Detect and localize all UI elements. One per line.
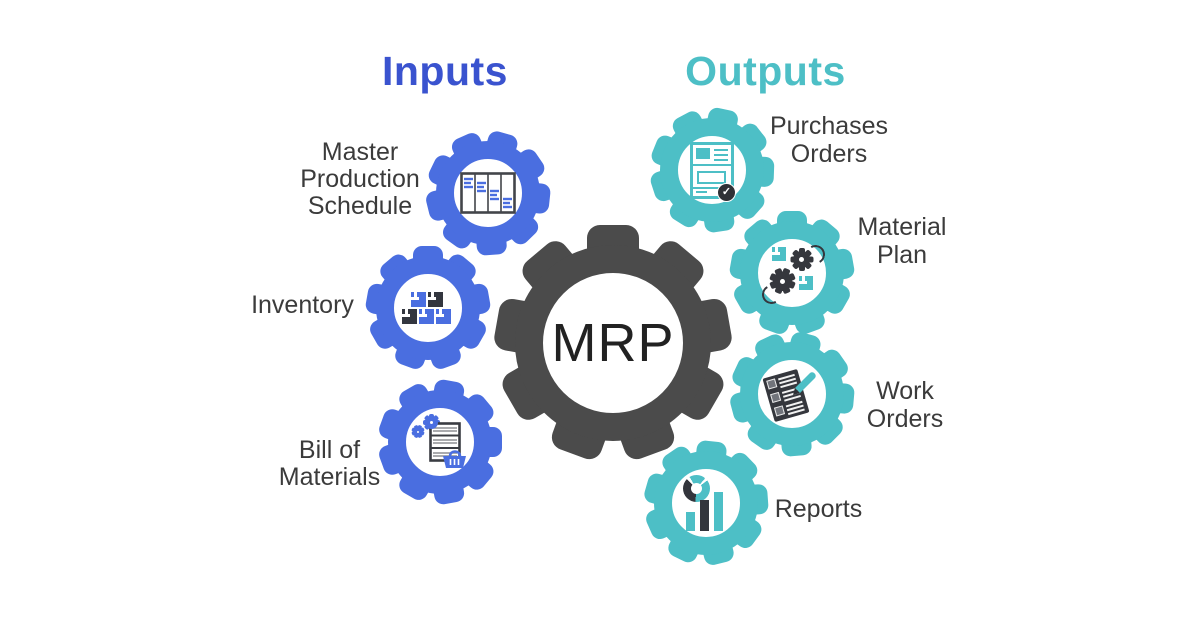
gear-mrp-center: MRP xyxy=(492,225,734,463)
label-reports: Reports xyxy=(741,496,896,523)
pen-icon xyxy=(793,372,816,395)
label-work-orders: Work Orders xyxy=(829,377,981,433)
reports-chart-icon xyxy=(680,475,732,531)
inputs-title: Inputs xyxy=(382,48,508,94)
gear-reports xyxy=(642,439,769,567)
mini-gear-icon xyxy=(790,248,813,271)
checkmark-icon: ✓ xyxy=(717,182,736,202)
gear-material-plan xyxy=(728,211,856,337)
label-master-production-schedule: Master Production Schedule xyxy=(275,139,445,220)
box-icon xyxy=(411,292,426,307)
outputs-title: Outputs xyxy=(685,48,846,94)
label-line: Materials xyxy=(278,463,381,491)
material-plan-icon xyxy=(759,242,828,307)
label-line: Inventory xyxy=(251,291,354,319)
bill-of-materials-icon xyxy=(410,414,469,470)
label-line: Material xyxy=(857,213,947,241)
label-bill-of-materials: Bill of Materials xyxy=(252,437,407,491)
bar-chart-icon xyxy=(686,492,723,531)
box-icon xyxy=(419,309,434,324)
pie-chart-icon xyxy=(683,475,710,502)
label-purchases-orders: Purchases Orders xyxy=(753,112,905,168)
gear-master-production-schedule xyxy=(424,129,552,256)
label-material-plan: Material Plan xyxy=(827,213,977,269)
mrp-title: MRP xyxy=(551,313,675,373)
label-line: Production xyxy=(300,165,420,193)
label-line: Bill of xyxy=(298,436,361,464)
box-icon xyxy=(799,276,813,290)
mini-gear-icon xyxy=(410,424,425,439)
work-orders-icon xyxy=(762,366,820,423)
label-line: Master xyxy=(321,138,399,166)
inventory-boxes-icon xyxy=(402,292,454,324)
production-schedule-table-icon xyxy=(460,172,516,214)
label-inventory: Inventory xyxy=(225,292,380,319)
basket-icon xyxy=(443,450,466,468)
purchase-order-icon: ✓ xyxy=(690,141,736,202)
label-line: Orders xyxy=(790,140,868,168)
box-icon xyxy=(772,247,786,261)
gear-bill-of-materials xyxy=(376,378,502,506)
label-line: Work xyxy=(876,377,934,405)
box-icon xyxy=(436,309,451,324)
mini-gear-icon xyxy=(423,414,440,431)
label-line: Schedule xyxy=(307,192,413,220)
box-icon xyxy=(428,292,443,307)
mini-gear-icon xyxy=(768,267,796,295)
label-line: Orders xyxy=(866,405,944,433)
label-line: Purchases xyxy=(769,112,889,140)
box-icon xyxy=(402,309,417,324)
gear-purchases-orders: ✓ xyxy=(648,106,775,234)
gear-inventory xyxy=(364,246,492,372)
label-line: Reports xyxy=(774,495,863,523)
gear-work-orders xyxy=(728,330,856,458)
label-line: Plan xyxy=(876,241,928,269)
